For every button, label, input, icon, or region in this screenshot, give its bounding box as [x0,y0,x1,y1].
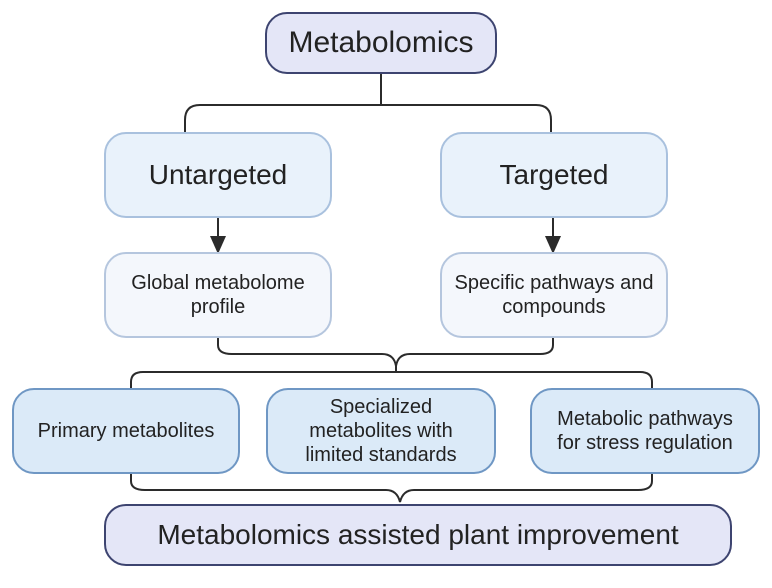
global-metabolome-text: Global metabolome profile [131,271,304,319]
brace-categories-split [130,366,653,388]
category-node-specialized-metabolites: Specialized metabolites with limited sta… [266,388,496,474]
category-node-primary-metabolites: Primary metabolites [12,388,240,474]
root-label: Metabolomics [288,26,474,59]
outcome-node-plant-improvement: Metabolomics assisted plant improvement [104,504,732,566]
global-line-2: profile [190,296,246,318]
targeted-label: Targeted [499,159,609,191]
brace-details-merge [217,338,554,367]
primary-metabolites-label: Primary metabolites [37,420,215,442]
specialized-line-2: metabolites with [309,420,453,442]
specialized-line-3: limited standards [305,444,457,466]
detail-node-specific-pathways: Specific pathways and compounds [440,252,668,338]
branch-node-targeted: Targeted [440,132,668,218]
specific-line-1: Specific pathways and [454,272,654,294]
specialized-metabolites-text: Specialized metabolites with limited sta… [305,395,456,467]
specialized-line-1: Specialized [329,396,433,418]
branch-node-untargeted: Untargeted [104,132,332,218]
root-node-metabolomics: Metabolomics [265,12,497,74]
outcome-label: Metabolomics assisted plant improvement [157,519,679,551]
pathways-line-1: Metabolic pathways [557,408,733,430]
detail-node-global-metabolome: Global metabolome profile [104,252,332,338]
metabolic-pathways-text: Metabolic pathways for stress regulation [557,407,733,455]
connector-root-to-branches [184,74,552,132]
pathways-line-2: for stress regulation [557,432,733,454]
category-node-metabolic-pathways: Metabolic pathways for stress regulation [530,388,760,474]
specific-line-2: compounds [502,296,606,318]
brace-categories-merge [130,474,653,503]
untargeted-label: Untargeted [148,159,288,191]
global-line-1: Global metabolome [131,272,305,294]
specific-pathways-text: Specific pathways and compounds [454,271,653,319]
